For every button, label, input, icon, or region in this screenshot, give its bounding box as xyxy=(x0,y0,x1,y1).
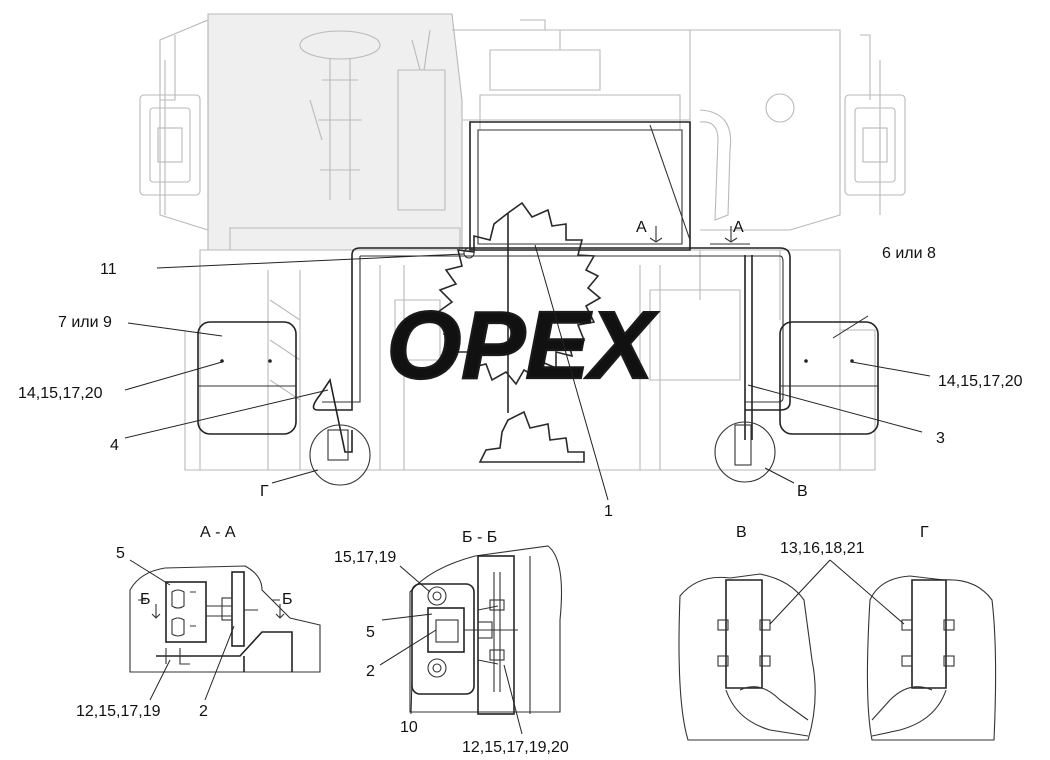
callout-4: 4 xyxy=(110,437,119,454)
section-A-left: А xyxy=(636,219,647,236)
AA-callout-5: 5 xyxy=(116,545,125,562)
BB-callout-5: 5 xyxy=(366,624,375,641)
AA-callout-12: 12,15,17,19 xyxy=(76,703,161,720)
leaders-main xyxy=(124,244,931,501)
callout-3: 3 xyxy=(936,430,945,447)
callouts-main: 1 11 7 или 9 14,15,17,20 4 6 или 8 14,15… xyxy=(18,219,1023,520)
BB-callout-15: 15,17,19 xyxy=(334,549,396,566)
combine-background xyxy=(139,13,906,471)
detail-BB: Б - Б 15,17,19 5 2 10 12,15,17,19,20 xyxy=(334,529,569,756)
callout-14-right: 14,15,17,20 xyxy=(938,373,1023,390)
view-circle-V xyxy=(714,421,776,483)
detail-AA: А - А Б Б 5 12,15,17,19 2 xyxy=(76,524,321,720)
view-circle-G xyxy=(309,424,371,486)
callout-7-or-9: 7 или 9 xyxy=(58,314,112,331)
AA-callout-2: 2 xyxy=(199,703,208,720)
view-label-G: Г xyxy=(260,483,269,500)
callout-1: 1 xyxy=(604,503,613,520)
bracket-11 xyxy=(463,247,475,259)
BB-callout-12: 12,15,17,19,20 xyxy=(462,739,569,756)
callout-14-left: 14,15,17,20 xyxy=(18,385,103,402)
BB-callout-10: 10 xyxy=(400,719,418,736)
AA-section-B-right: Б xyxy=(282,591,293,608)
main-assembly xyxy=(197,121,879,486)
right-lamp xyxy=(779,321,879,435)
section-A-right: А xyxy=(733,219,744,236)
left-leg xyxy=(312,377,353,453)
left-lamp xyxy=(197,321,297,435)
BB-callout-2: 2 xyxy=(366,663,375,680)
right-leg xyxy=(744,255,753,440)
callout-6-or-8: 6 или 8 xyxy=(882,245,936,262)
detail-AA-title: А - А xyxy=(200,524,236,541)
detail-V-title: В xyxy=(736,524,747,541)
view-label-V: В xyxy=(797,483,808,500)
watermark-text: OPEX xyxy=(387,292,659,399)
windshield-frame xyxy=(469,121,691,251)
handrail xyxy=(318,247,791,411)
AA-section-B-left: Б xyxy=(140,591,151,608)
detail-VG: В Г 13,16,18,21 xyxy=(678,524,997,741)
detail-G-title: Г xyxy=(920,524,929,541)
callout-11: 11 xyxy=(100,261,117,278)
detail-BB-title: Б - Б xyxy=(462,529,497,546)
VG-callout-13: 13,16,18,21 xyxy=(780,540,865,557)
